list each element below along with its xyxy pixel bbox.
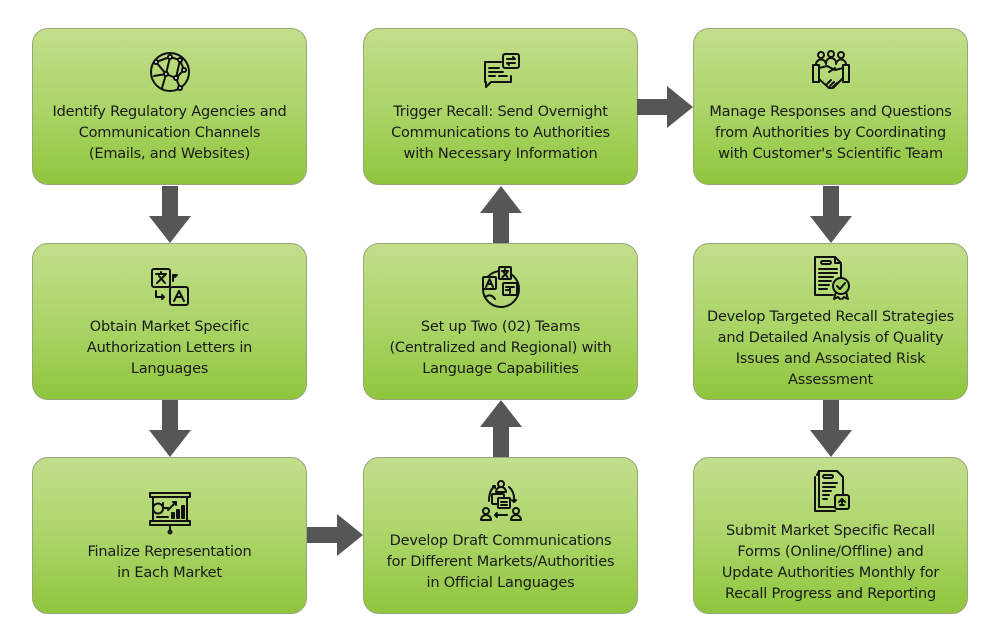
step-label: Develop Targeted Recall Strategies and D… [706,308,954,388]
handshake-team-icon [807,48,855,96]
step-label: Finalize Representation in Each Market [87,543,252,581]
arrow-down-7-to-8 [810,186,852,243]
step-label: Submit Market Specific Recall Forms (Onl… [721,522,940,602]
step-label: Trigger Recall: Send Overnight Communica… [391,104,610,162]
globe-network-icon [146,48,194,96]
arrow-up-5-to-6 [480,186,522,243]
step-label: Identify Regulatory Agencies and Communi… [52,104,287,162]
step-setup-teams: Set up Two (02) Teams (Centralized and R… [363,243,638,400]
certified-document-icon [807,253,855,301]
document-upload-icon [807,467,855,515]
translate-icon [146,263,194,311]
step-label: Obtain Market Specific Authorization Let… [86,319,253,377]
step-trigger-recall: Trigger Recall: Send Overnight Communica… [363,28,638,185]
step-develop-strategies: Develop Targeted Recall Strategies and D… [693,243,968,400]
arrow-right-3-to-4 [307,514,363,556]
team-conversation-icon [477,477,525,525]
globe-languages-icon [477,263,525,311]
chat-exchange-icon [477,48,525,96]
step-draft-communications: Develop Draft Communications for Differe… [363,457,638,614]
step-obtain-authorization: Obtain Market Specific Authorization Let… [32,243,307,400]
step-label: Develop Draft Communications for Differe… [386,533,615,591]
step-label: Manage Responses and Questions from Auth… [709,104,952,162]
arrow-down-1-to-2 [149,186,191,243]
arrow-down-8-to-9 [810,400,852,457]
step-submit-forms: Submit Market Specific Recall Forms (Onl… [693,457,968,614]
step-manage-responses: Manage Responses and Questions from Auth… [693,28,968,185]
arrow-up-4-to-5 [480,400,522,457]
step-identify-agencies: Identify Regulatory Agencies and Communi… [32,28,307,185]
step-label: Set up Two (02) Teams (Centralized and R… [389,319,612,377]
arrow-right-6-to-7 [637,86,693,128]
arrow-down-2-to-3 [149,400,191,457]
step-finalize-representation: Finalize Representation in Each Market [32,457,307,614]
presentation-chart-icon [146,488,194,536]
